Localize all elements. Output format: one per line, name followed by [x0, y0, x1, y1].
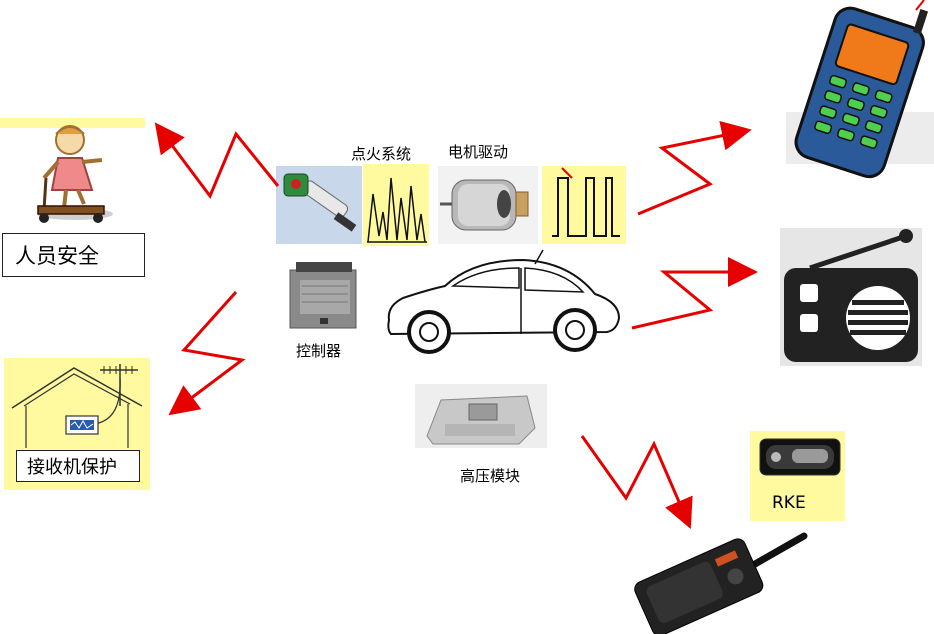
child-on-scooter-icon	[37, 125, 113, 223]
ignition-waveform-icon	[363, 164, 429, 246]
walkie-talkie-icon	[634, 532, 808, 634]
hv-module-label: 高压模块	[460, 467, 521, 485]
radio-icon	[780, 228, 922, 366]
car-icon	[387, 249, 621, 354]
motor-drive-label: 电机驱动	[448, 143, 509, 161]
personnel-safety-panel: 人员安全	[0, 118, 145, 278]
personnel-safety-label: 人员安全	[2, 233, 145, 277]
keyfob-icon	[759, 438, 841, 476]
mobile-phone-icon	[786, 0, 934, 179]
controller-label: 控制器	[296, 342, 342, 360]
rke-label: RKE	[772, 493, 806, 513]
dc-motor-icon	[438, 166, 538, 244]
arrow-to-personnel-safety	[154, 122, 280, 199]
receiver-protection-panel: 接收机保护	[4, 358, 150, 490]
arrow-to-phone	[637, 120, 752, 216]
arrow-to-walkie-talkie	[580, 435, 693, 530]
personnel-safety-highlight	[0, 118, 145, 128]
ecu-controller-icon	[289, 262, 357, 329]
high-voltage-module-icon	[415, 384, 547, 448]
pulse-waveform-icon	[542, 166, 626, 244]
ignition-system-label: 点火系统	[351, 145, 412, 163]
rke-panel: RKE	[750, 431, 845, 521]
arrow-to-receiver-protection	[168, 290, 246, 416]
house-with-antenna-icon	[11, 364, 143, 448]
ignition-coil-icon	[276, 166, 362, 244]
arrow-to-radio	[631, 257, 758, 330]
receiver-protection-label: 接收机保护	[16, 450, 140, 482]
